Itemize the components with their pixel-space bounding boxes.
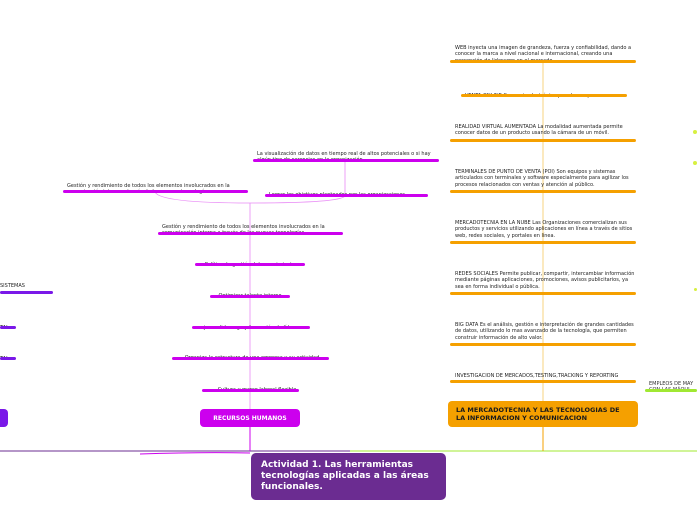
- rrhh-item-underline: [192, 326, 310, 329]
- marketing-item-underline: [450, 190, 636, 193]
- left-partial-item[interactable]: TAL: [0, 349, 20, 362]
- left-partial-underline: [0, 326, 16, 329]
- rrhh-item-underline: [202, 389, 299, 392]
- rrhh-item-underline: [195, 263, 305, 266]
- left-partial-topic[interactable]: [0, 409, 8, 427]
- left-partial-underline: [0, 291, 53, 294]
- marketing-item-underline: [450, 380, 636, 383]
- rrhh-item-underline: [172, 357, 329, 360]
- rrhh-sub-underline: [253, 159, 439, 162]
- collapsed-dot[interactable]: [693, 130, 697, 134]
- collapsed-dot[interactable]: [694, 288, 697, 291]
- marketing-item-label: MERCADOTECNIA EN LA NUBE Las Organizacio…: [455, 219, 633, 239]
- left-partial-underline: [0, 357, 16, 360]
- marketing-item-underline: [450, 292, 636, 295]
- marketing-item-bigdata[interactable]: BIG DATA Es el análisis, gestión e inter…: [455, 315, 635, 341]
- left-partial-item[interactable]: TAL: [0, 318, 20, 331]
- marketing-item-label: BIG DATA Es el análisis, gestión e inter…: [455, 321, 634, 341]
- marketing-item-label: TERMINALES DE PUNTO DE VENTA (POI) Son e…: [455, 168, 629, 188]
- marketing-item-underline: [461, 94, 627, 97]
- rrhh-sub-underline: [265, 194, 428, 197]
- central-topic[interactable]: Actividad 1. Las herramientas tecnología…: [251, 453, 446, 500]
- marketing-item-terminales[interactable]: TERMINALES DE PUNTO DE VENTA (POI) Son e…: [455, 162, 635, 188]
- marketing-topic-title: LA MERCADOTECNIA Y LAS TECNOLOGIAS DE LA…: [456, 406, 620, 422]
- collapsed-dot[interactable]: [693, 161, 697, 165]
- marketing-item-nube[interactable]: MERCADOTECNIA EN LA NUBE Las Organizacio…: [455, 213, 635, 239]
- rrhh-sub-label: Gestión y rendimiento de todos los eleme…: [67, 182, 230, 196]
- marketing-item-underline: [450, 241, 636, 244]
- rrhh-topic-title: RECURSOS HUMANOS: [213, 414, 287, 422]
- marketing-topic[interactable]: LA MERCADOTECNIA Y LAS TECNOLOGIAS DE LA…: [448, 401, 638, 427]
- marketing-item-underline: [450, 60, 636, 63]
- marketing-item-label: REDES SOCIALES Permite publicar, compart…: [455, 270, 635, 290]
- rrhh-item-liderazgo[interactable]: ejercer liderazgo y formación de líderes: [193, 318, 308, 331]
- left-partial-label: SISTEMAS: [0, 282, 25, 289]
- right-partial-underline: [645, 389, 697, 392]
- left-partial-item[interactable]: SISTEMAS: [0, 276, 40, 289]
- marketing-item-investigacion[interactable]: INVESTIGACION DE MERCADOS,TESTING,TRACKI…: [455, 366, 635, 379]
- rrhh-item-underline: [210, 295, 290, 298]
- marketing-item-venta[interactable]: VENTA ONLINE Comercio electrónico para l…: [465, 86, 630, 99]
- marketing-item-underline: [450, 343, 636, 346]
- rrhh-sub-underline: [63, 190, 248, 193]
- central-topic-title: Actividad 1. Las herramientas tecnología…: [261, 460, 429, 492]
- marketing-item-underline: [450, 139, 636, 142]
- marketing-item-realidad[interactable]: REALIDAD VIRTUAL AUMENTADA La modalidad …: [455, 117, 635, 137]
- rrhh-topic[interactable]: RECURSOS HUMANOS: [200, 409, 300, 427]
- marketing-item-label: REALIDAD VIRTUAL AUMENTADA La modalidad …: [455, 123, 623, 137]
- marketing-item-label: INVESTIGACION DE MERCADOS,TESTING,TRACKI…: [455, 372, 619, 379]
- rrhh-item-conocimiento[interactable]: Política de gestión del conocimiento: [195, 255, 305, 268]
- rrhh-item-underline: [158, 232, 343, 235]
- marketing-item-redes[interactable]: REDES SOCIALES Permite publicar, compart…: [455, 264, 635, 290]
